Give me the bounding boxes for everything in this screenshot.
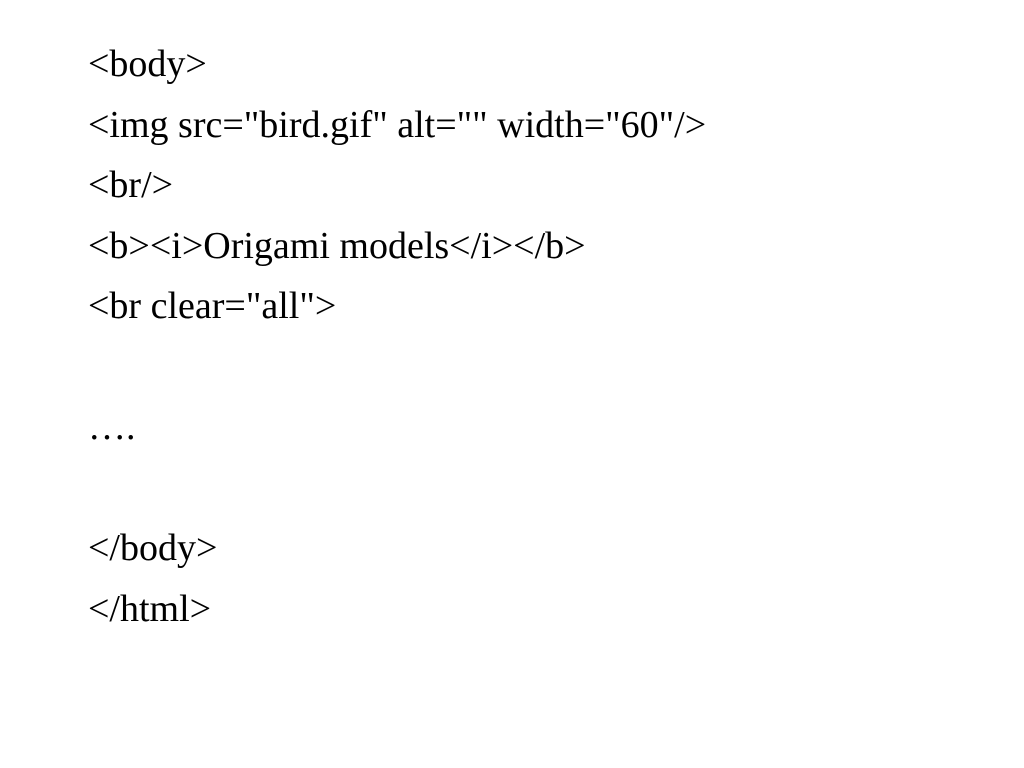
code-line-br-clear: <br clear="all"> — [88, 285, 337, 327]
code-line-br: <br/> — [88, 164, 174, 206]
code-line-blank — [88, 464, 706, 525]
code-line-html-close: </html> — [88, 587, 212, 630]
code-line-body-open: <body> — [88, 43, 207, 85]
code-line-img-tag: <img src="bird.gif" alt="" width="60"/> — [88, 103, 707, 146]
code-line-body-close: </body> — [88, 527, 218, 569]
code-line-bold-italic: <b><i>Origami models</i></b> — [88, 224, 586, 267]
code-line-ellipsis: …. — [88, 406, 136, 448]
code-snippet: <body> <img src="bird.gif" alt="" width=… — [88, 40, 706, 645]
code-line-blank — [88, 343, 706, 404]
